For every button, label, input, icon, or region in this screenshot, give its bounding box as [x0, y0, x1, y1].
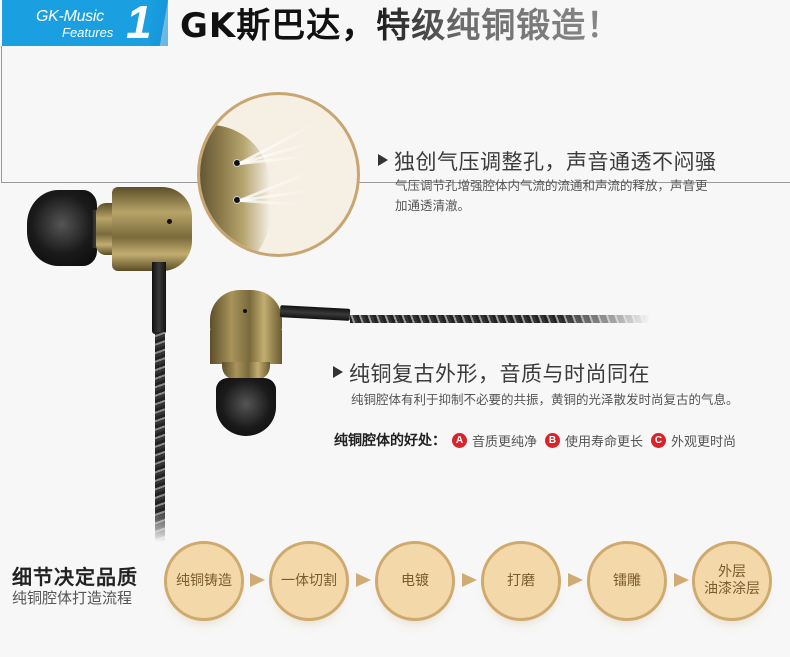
arrow-right-icon — [462, 573, 477, 587]
cable-stem — [152, 262, 166, 334]
badge-stripe — [150, 0, 168, 46]
description-line: 气压调节孔增强腔体内气流的流通和声流的释放，声音更 — [395, 178, 708, 193]
process-step-engraving: 镭雕 — [587, 541, 667, 621]
brass-body-mid — [210, 330, 282, 364]
benefits-label: 纯铜腔体的好处： — [334, 433, 446, 449]
process-step-polishing: 打磨 — [481, 541, 561, 621]
benefit-text: 使用寿命更长 — [565, 434, 644, 450]
step-label-line: 外层 — [718, 564, 746, 580]
feature-title-text: 纯铜复古外形，音质与时尚同在 — [349, 362, 650, 386]
air-hole — [167, 219, 172, 224]
process-subtitle: 纯铜腔体打造流程 — [12, 589, 133, 607]
frame-border-divider — [1, 182, 790, 183]
badge-c-icon: C — [651, 432, 667, 448]
badge-brand-text: GK-Music — [36, 8, 104, 25]
triangle-right-icon — [378, 154, 388, 166]
feature-title-text: 独创气压调整孔，声音通透不闷骚 — [394, 150, 717, 174]
arrow-right-icon — [356, 573, 371, 587]
braided-cable — [155, 332, 165, 542]
process-step-casting: 纯铜铸造 — [164, 541, 244, 621]
ear-tip — [216, 378, 276, 436]
braided-cable — [350, 315, 650, 323]
step-label-line: 油漆涂层 — [704, 581, 760, 597]
benefit-item: C 外观更时尚 — [651, 431, 736, 450]
process-step-coating: 外层 油漆涂层 — [692, 541, 772, 621]
ear-tip-left — [27, 190, 97, 266]
ear-tip-neck — [91, 210, 99, 248]
feature-description-air-hole: 气压调节孔增强腔体内气流的流通和声流的释放，声音更 加通透清澈。 — [395, 176, 708, 216]
benefits-row: 纯铜腔体的好处： A 音质更纯净 B 使用寿命更长 C 外观更时尚 — [334, 430, 744, 450]
brass-body-neck — [96, 203, 116, 255]
description-line: 加通透清澈。 — [395, 198, 471, 213]
arrow-right-icon — [250, 573, 265, 587]
feature-badge — [2, 0, 168, 46]
page-title: GK斯巴达，特级纯铜锻造！ — [180, 4, 621, 48]
badge-a-icon: A — [452, 432, 467, 448]
feature-title-retro-design: 纯铜复古外形，音质与时尚同在 — [333, 358, 650, 388]
feature-title-air-hole: 独创气压调整孔，声音通透不闷骚 — [378, 146, 717, 176]
badge-b-icon: B — [545, 432, 561, 448]
arrow-right-icon — [674, 573, 689, 587]
air-hole — [243, 309, 247, 313]
badge-features-text: Features — [62, 25, 114, 40]
brass-body-neck — [222, 362, 270, 380]
benefit-item: B 使用寿命更长 — [545, 431, 643, 450]
process-title: 细节决定品质 — [12, 565, 138, 589]
triangle-right-icon — [333, 366, 343, 378]
title-part-brand: GK斯巴达， — [180, 6, 377, 46]
brass-body — [112, 187, 192, 271]
benefit-item: A 音质更纯净 — [452, 431, 537, 450]
benefit-text: 外观更时尚 — [671, 434, 737, 450]
cable-stem — [279, 305, 351, 321]
frame-border-left — [1, 46, 2, 183]
process-step-plating: 电镀 — [375, 541, 455, 621]
air-hole-detail-image — [197, 92, 360, 257]
process-step-cutting: 一体切割 — [269, 541, 349, 621]
arrow-right-icon — [568, 573, 583, 587]
badge-number: 1 — [126, 0, 152, 48]
title-part-slogan: 特级纯铜锻造！ — [376, 6, 622, 46]
feature-description-retro-design: 纯铜腔体有利于抑制不必要的共振，黄铜的光泽散发时尚复古的气息。 — [351, 392, 739, 407]
benefit-text: 音质更纯净 — [472, 434, 538, 450]
